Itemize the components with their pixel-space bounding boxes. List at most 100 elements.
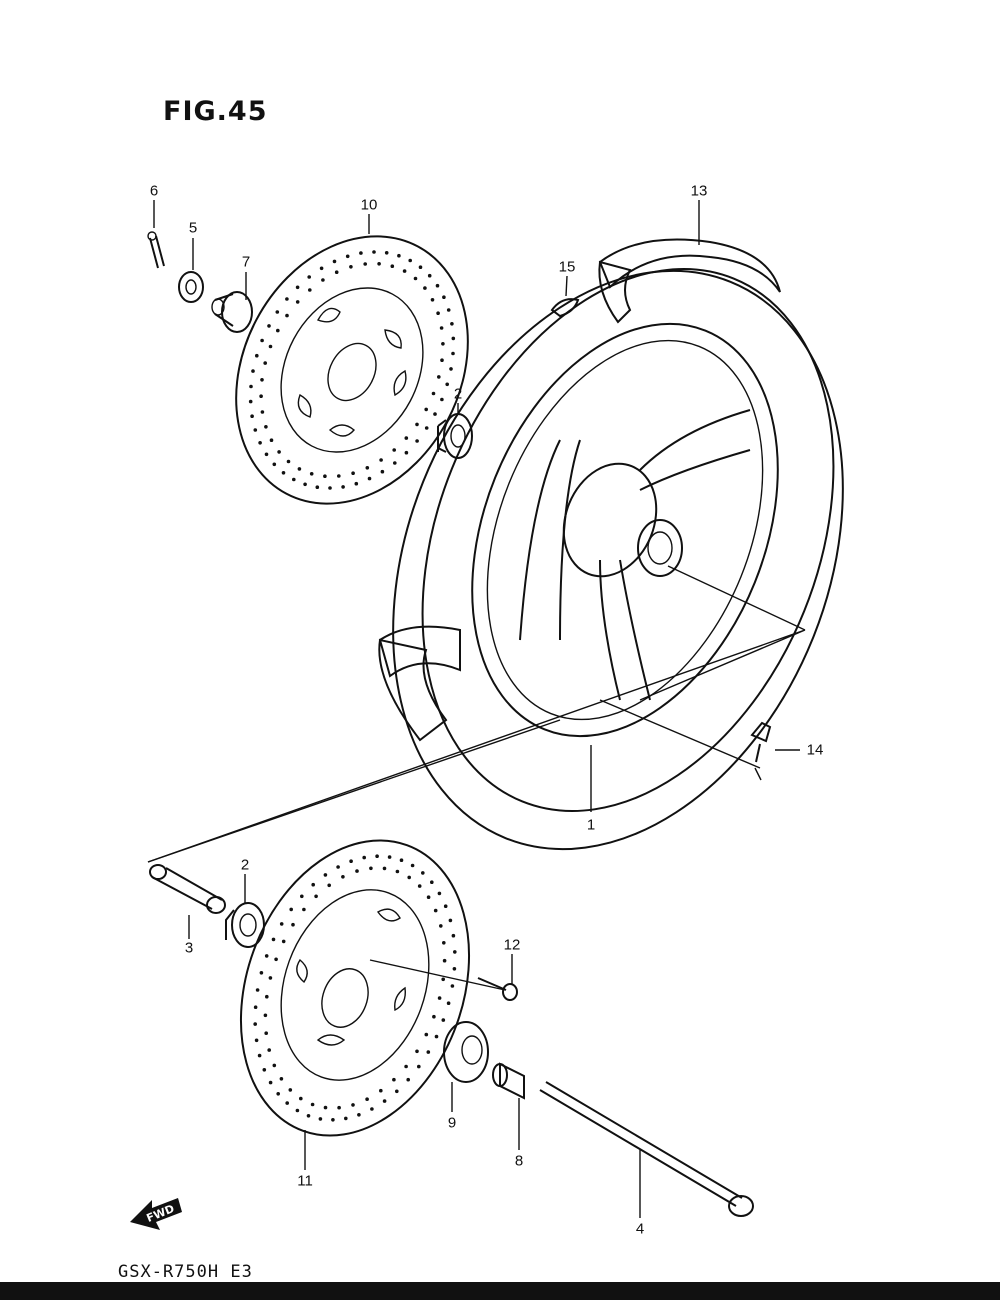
disc-hole [407,875,412,880]
disc-hole [349,265,353,269]
disc-hole [415,439,419,443]
disc-hole [315,485,320,490]
callout-1: 1 [586,816,596,834]
disc-hole [259,971,264,975]
disc-hole [439,326,444,330]
disc-hole [311,882,316,887]
disc-hole [286,459,291,464]
castle-nut [178,271,204,303]
callout-4: 4 [635,1220,645,1238]
disc-hole [406,1077,411,1082]
disc-hole [441,342,445,346]
upper-brake-disc [235,235,469,505]
disc-hole [423,286,427,290]
disc-hole [331,1118,335,1122]
disc-hole [437,375,441,379]
fwd-arrow-icon [130,1198,182,1230]
disc-hole [314,894,318,899]
disc-hole [441,977,446,982]
disc-hole [418,265,423,270]
tire-valve [750,721,772,763]
callout-14: 14 [806,741,824,759]
disc-hole [382,1099,387,1103]
disc-hole [264,425,268,429]
disc-hole [269,438,274,443]
callout-6: 6 [149,182,159,200]
disc-hole [442,958,447,963]
disc-hole [264,954,269,958]
disc-hole [250,414,254,419]
disc-hole [387,855,392,859]
disc-hole [365,1097,369,1101]
disc-hole [427,273,432,278]
disc-hole [289,907,294,912]
disc-hole [267,1048,272,1052]
disc-hole [392,448,397,452]
disc-hole [382,866,387,871]
callout-9: 9 [447,1114,457,1132]
disc-hole [359,251,363,255]
disc-hole [302,907,306,912]
disc-bolt [477,977,518,1001]
disc-hole [404,436,409,440]
disc-hole [264,1031,269,1035]
disc-hole [268,1080,273,1085]
disc-hole [433,412,437,416]
disc-hole [276,328,280,333]
disc-hole [375,854,379,858]
disc-hole [268,344,273,349]
disc-hole [437,891,442,896]
disc-hole [308,288,312,292]
disc-hole [453,950,457,954]
disc-hole [424,407,429,412]
disc-hole [251,369,255,373]
disc-hole [323,474,327,479]
disc-hole [323,1105,328,1110]
disc-hole [452,967,457,971]
dust-seal [443,1021,489,1083]
disc-hole [355,869,359,873]
disc-hole [279,922,284,926]
disc-hole [344,1116,348,1121]
axle-collar [211,291,253,333]
disc-hole [410,863,415,868]
disc-hole [430,880,434,884]
disc-hole [264,452,269,457]
disc-hole [436,311,440,316]
disc-hole [439,924,443,928]
disc-hole [306,1114,311,1118]
disc-hole [363,262,368,266]
disc-hole [450,322,454,326]
disc-hole [295,1108,300,1113]
disc-hole [426,1050,431,1054]
disc-hole [288,1088,293,1092]
disc-hole [451,336,456,341]
disc-hole [295,285,300,290]
disc-hole [309,472,314,476]
disc-hole [434,1034,439,1039]
disc-hole [259,394,263,399]
figure-title: FIG.45 [163,96,268,127]
disc-hole [295,300,300,304]
disc-hole [379,458,383,462]
disc-hole [395,869,400,874]
disc-hole [285,297,289,301]
disc-hole [332,259,337,264]
callout-3: 3 [184,939,194,957]
disc-hole [274,957,278,962]
disc-hole [390,264,395,269]
disc-hole [277,450,281,454]
disc-hole [442,941,446,945]
disc-hole [417,1064,421,1069]
wheel-assembly [147,238,844,863]
disc-hole [395,1089,399,1094]
disc-hole [257,1053,262,1058]
bottom-bar [0,1282,1000,1300]
disc-hole [435,283,440,288]
disc-hole [362,855,367,860]
disc-hole [397,253,401,258]
disc-hole [279,1077,284,1081]
disc-hole [254,1038,259,1043]
